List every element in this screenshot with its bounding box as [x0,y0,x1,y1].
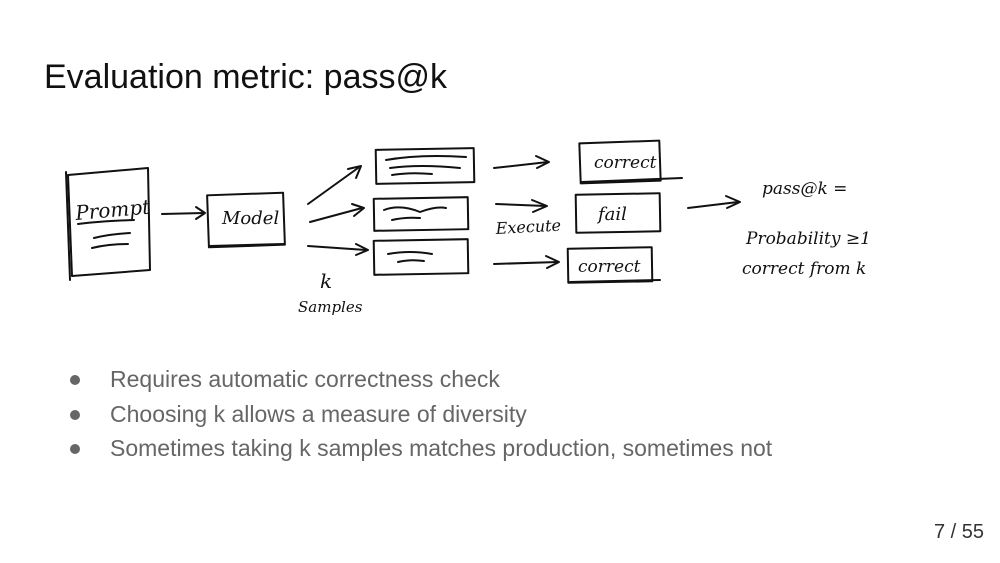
bullet-item: Choosing k allows a measure of diversity [70,401,772,436]
sample-output-3 [372,238,470,276]
slide-title: Evaluation metric: pass@k [44,58,448,96]
execute-label: Execute [494,216,561,238]
model-box: Model [206,191,286,249]
arrow-prompt-to-model [161,206,206,220]
result-label-1: correct [594,153,657,173]
bullet-dot [70,409,80,420]
prompt-document: Prompt [65,167,152,281]
result-box-3: correct [566,246,661,284]
bullet-item: Sometimes taking k samples matches produ… [70,435,772,470]
result-label-2: fail [596,204,627,225]
bullet-dot [70,375,80,385]
bullet-text: Sometimes taking k samples matches produ… [110,435,773,461]
bullet-dot [70,444,80,454]
probability-label: Probability ≥1 [745,229,871,249]
bullet-text: Requires automatic correctness check [110,366,500,392]
model-label: Model [221,208,279,229]
correct-from-k-label: correct from k [742,259,866,279]
bullet-list: Requires automatic correctness check Cho… [70,366,772,470]
result-box-2: fail [574,192,662,234]
pass-at-k-label: pass@k = [762,179,847,199]
result-label-3: correct [578,257,641,277]
samples-label: Samples [298,298,363,316]
sample-output-1 [374,147,476,185]
sample-output-2 [372,196,470,232]
arrow-to-pass-at-k [687,195,741,209]
pass-at-k-sketch-diagram: Prompt Model k Samples [65,139,871,316]
result-box-1: correct [578,139,683,185]
execute-arrows [493,155,560,269]
page-number: 7 / 55 [933,521,984,543]
k-label: k [320,269,332,293]
arrows-model-to-samples [307,165,369,256]
bullet-item: Requires automatic correctness check [70,366,772,401]
bullet-text: Choosing k allows a measure of diversity [110,400,527,427]
